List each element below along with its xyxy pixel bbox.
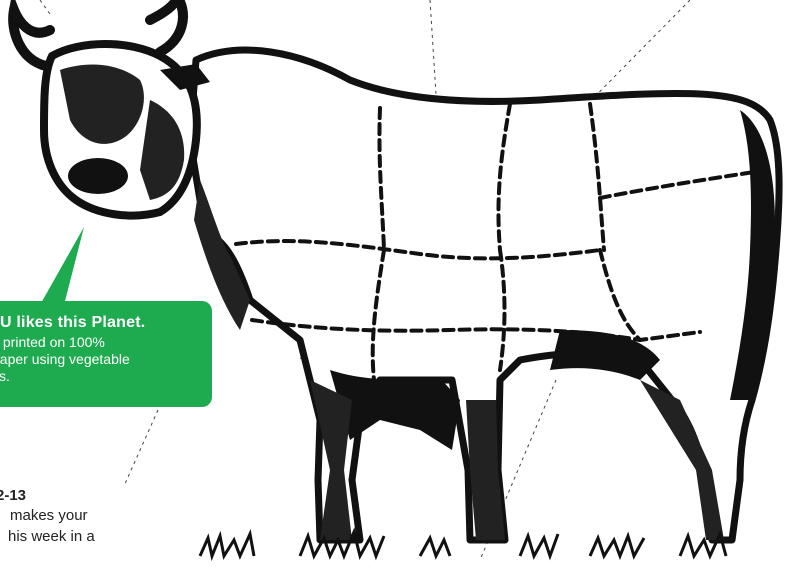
- footer-line-2: his week in a: [8, 526, 95, 547]
- footer-text-block: 2-13 makes your his week in a: [0, 487, 95, 547]
- bubble-line-2: paper using vegetable: [0, 351, 130, 368]
- grass-scribbles: [200, 532, 726, 556]
- eco-speech-bubble: U likes this Planet. s printed on 100% p…: [0, 301, 212, 407]
- cow-head: [13, 0, 210, 216]
- footer-line-1: makes your: [10, 505, 95, 526]
- bubble-line-1: s printed on 100%: [0, 334, 105, 351]
- bubble-line-3: ks.: [0, 368, 10, 385]
- cow-body: [190, 50, 779, 540]
- bubble-title: U likes this Planet.: [0, 314, 145, 332]
- footer-heading: 2-13: [0, 487, 95, 505]
